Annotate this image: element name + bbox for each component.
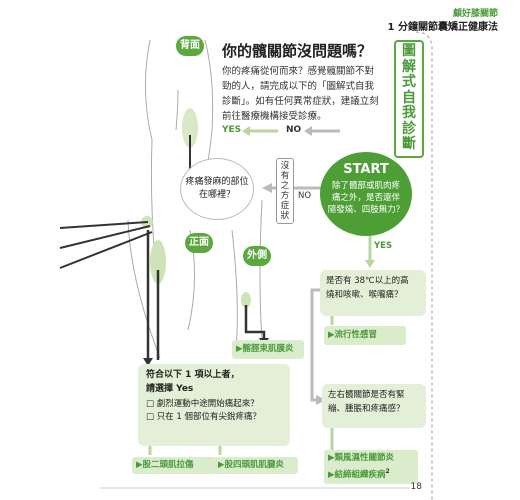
view-label-back: 背面 <box>176 36 204 56</box>
pain-location-question: 疼痛發麻的部位 在哪裡？ <box>180 158 254 220</box>
side-pain-area <box>241 292 251 308</box>
criteria-item: □ 劇烈運動中途開始痛起來？ <box>146 399 259 409</box>
front-pain-area-2 <box>150 240 166 284</box>
criteria-box: 符合以下 1 項以上者，請選擇 Yes □ 劇烈運動中途開始痛起來？ □ 只在 … <box>138 364 290 446</box>
criteria-item: □ 只在 1 個部位有尖銳疼痛？ <box>146 412 262 422</box>
legend-yes: YES <box>222 125 242 135</box>
view-label-side: 外側 <box>243 246 271 266</box>
page-title: 你的髖關節沒問題嗎？ <box>222 42 373 60</box>
start-node: START 除了髖部或肌肉疼痛之外，是否還伴隨發燒、四肢無力？ <box>320 152 412 236</box>
side-label: 圖解式自我診斷 <box>394 40 424 158</box>
page-number: 18 <box>410 482 422 492</box>
no-label: NO <box>298 191 312 201</box>
result-itb-fasciitis: ▶髂脛束肌膜炎 <box>232 340 304 359</box>
view-label-front: 正面 <box>185 233 213 253</box>
fever-question: 是否有 38℃以上的高燒和咳嗽、喉嚨痛？ <box>320 270 426 316</box>
book-subtitle: 1 分鐘關節囊矯正健康法 <box>387 22 498 33</box>
no-symptom-tag: 沒有之方症狀 <box>276 158 294 224</box>
legend-no: NO <box>286 125 302 135</box>
back-pain-area <box>182 108 198 148</box>
series-title: 顧好膝關節 <box>452 9 498 19</box>
intro-text: 你的疼痛從何而來？感覺髖關節不對勁的人，請完成以下的「圖解式自我診斷」。如有任何… <box>222 66 379 122</box>
result-quad-tendinitis: ▶股四頭肌肌腱炎 <box>214 457 298 474</box>
result-influenza: ▶流行性感冒 <box>324 326 406 345</box>
swelling-question: 左右髖關節是否有緊繃、腫脹和疼痛感？ <box>322 384 426 428</box>
result-rheumatoid: ▶類風濕性關節炎 ▶結締組織疾病2 <box>324 450 418 484</box>
result-biceps-strain: ▶股二頭肌拉傷 <box>132 457 216 474</box>
yes-label: YES <box>374 241 393 251</box>
